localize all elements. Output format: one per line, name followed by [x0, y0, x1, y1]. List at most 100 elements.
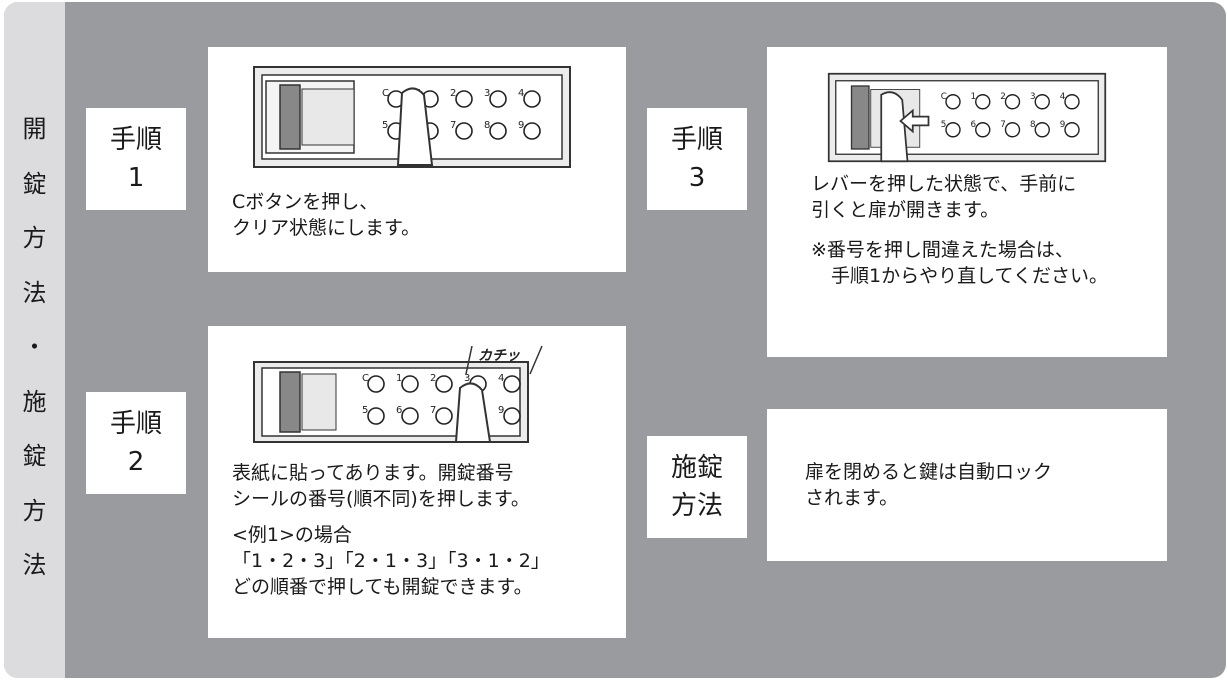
- keypad-key-label: 9: [518, 120, 524, 131]
- keypad-key: [489, 122, 507, 140]
- instruction-panel: 開 錠 方 法 ・ 施 錠 方 法 手順 1 C 1 2 3 4 5 6 7 8 9 Cボタンを…: [4, 2, 1226, 678]
- keypad-key: [523, 90, 541, 108]
- step2-label-line: 2: [127, 447, 145, 477]
- step3-label-line: 3: [688, 163, 706, 193]
- sidebar-char: 錠: [22, 169, 47, 198]
- sidebar-char: 施: [22, 387, 47, 416]
- keypad-key-label: 7: [450, 120, 456, 131]
- keypad-key-label: 5: [382, 120, 388, 131]
- keypad-key: [975, 122, 991, 138]
- keypad-key-label: C: [382, 88, 389, 99]
- step2-desc-line: 表紙に貼ってあります。開錠番号: [232, 462, 514, 484]
- step3-desc-line: レバーを押した状態で、手前に: [811, 173, 1077, 195]
- keypad-key-label: C: [362, 373, 369, 384]
- keypad-key: [503, 407, 521, 425]
- step2-label: 手順 2: [86, 392, 186, 494]
- step1-label-line: 手順: [109, 125, 162, 155]
- lock-method-label: 施錠 方法: [647, 436, 747, 538]
- step2-label-line: 手順: [109, 409, 162, 439]
- keypad-key: [503, 375, 521, 393]
- finger-icon: [396, 87, 434, 166]
- finger-icon: [880, 91, 909, 163]
- keypad-key: [1064, 94, 1080, 110]
- step3-note-line: ※番号を押し間違えた場合は、: [811, 239, 1074, 261]
- keypad-key: [945, 122, 961, 138]
- sidebar-char: 方: [22, 496, 47, 525]
- keypad-key-label: 8: [1030, 120, 1036, 130]
- keypad-key-label: 2: [430, 373, 436, 384]
- keypad-key-label: 2: [450, 88, 456, 99]
- step2-example-line: <例1>の場合: [232, 524, 352, 546]
- step3-note: ※番号を押し間違えた場合は、 手順1からやり直してください。: [811, 237, 1108, 289]
- keypad-key-label: 5: [362, 405, 368, 416]
- keypad-key: [455, 122, 473, 140]
- step2-example-line: どの順番で押しても開錠できます。: [232, 576, 533, 598]
- keypad-key-label: 9: [498, 405, 504, 416]
- sidebar-char: 法: [22, 551, 47, 579]
- keypad-key: [455, 90, 473, 108]
- keypad-top-row: C 1 2 3 4: [362, 373, 521, 393]
- keypad-key: [1004, 94, 1021, 110]
- step3-label: 手順 3: [647, 108, 747, 210]
- sidebar-char: 方: [22, 224, 47, 252]
- keypad-key-label: 6: [971, 120, 977, 130]
- step2-desc-line: シールの番号(順不同)を押します。: [232, 488, 530, 510]
- sidebar-title: 開 錠 方 法 ・ 施 錠 方 法: [4, 102, 65, 593]
- keypad-key: [435, 375, 453, 393]
- keypad-key: [489, 90, 507, 108]
- keypad-key: [401, 375, 419, 393]
- keypad-key-label: 1: [971, 92, 977, 102]
- keypad-key-label: 3: [464, 373, 470, 384]
- keypad-key-label: 9: [1060, 120, 1066, 130]
- step2-description: 表紙に貼ってあります。開錠番号 シールの番号(順不同)を押します。: [232, 460, 530, 512]
- keypad-key-label: 1: [396, 373, 402, 384]
- step1-label: 手順 1: [86, 108, 186, 210]
- keypad-key-label: 3: [484, 88, 490, 99]
- keypad-key-label: 4: [498, 373, 504, 384]
- sidebar-char: 錠: [22, 442, 47, 470]
- keypad-key-label: 4: [518, 88, 524, 99]
- arrow-left-icon: [899, 108, 930, 134]
- step1-label-line: 1: [127, 163, 145, 193]
- keypad-key: [523, 122, 541, 140]
- step1-description: Cボタンを押し、 クリア状態にします。: [232, 189, 420, 241]
- step2-example-line: 「1・2・3」「2・1・3」「3・1・2」: [232, 550, 550, 572]
- keypad-key-label: 7: [430, 405, 436, 416]
- click-sound-text: カチッ: [478, 348, 521, 364]
- keypad-key-label: 4: [1060, 92, 1066, 102]
- finger-icon: [454, 382, 492, 443]
- sidebar-char: 開: [22, 115, 47, 143]
- keypad-key-label: 6: [396, 405, 402, 416]
- keypad-key-label: 7: [1000, 120, 1006, 130]
- keypad-key: [367, 407, 385, 425]
- keypad-key: [975, 94, 991, 110]
- step1-desc-line: Cボタンを押し、: [232, 191, 379, 213]
- lock-label-line: 方法: [670, 491, 723, 521]
- keypad-key-label: C: [941, 92, 947, 102]
- lock-label-line: 施錠: [670, 453, 723, 483]
- step3-description: レバーを押した状態で、手前に 引くと扉が開きます。: [811, 171, 1076, 223]
- sidebar-char: ・: [22, 333, 47, 361]
- step1-desc-line: クリア状態にします。: [232, 217, 421, 239]
- keypad-key: [945, 94, 961, 110]
- keypad-key: [1064, 122, 1080, 138]
- step2-example: <例1>の場合 「1・2・3」「2・1・3」「3・1・2」 どの順番で押しても開…: [232, 522, 550, 600]
- step3-label-line: 手順: [670, 125, 723, 155]
- keypad-key: [1034, 94, 1050, 110]
- keypad-key-label: 2: [1000, 92, 1006, 102]
- keypad-key: [1004, 122, 1021, 138]
- sidebar: 開 錠 方 法 ・ 施 錠 方 法: [4, 2, 65, 678]
- keypad-key: [401, 407, 419, 425]
- keypad-key: [435, 407, 453, 425]
- step3-desc-line: 引くと扉が開きます。: [811, 199, 1000, 221]
- lock-desc-line: 扉を閉めると鍵は自動ロック: [805, 461, 1053, 483]
- lock-description: 扉を閉めると鍵は自動ロック されます。: [805, 459, 1052, 511]
